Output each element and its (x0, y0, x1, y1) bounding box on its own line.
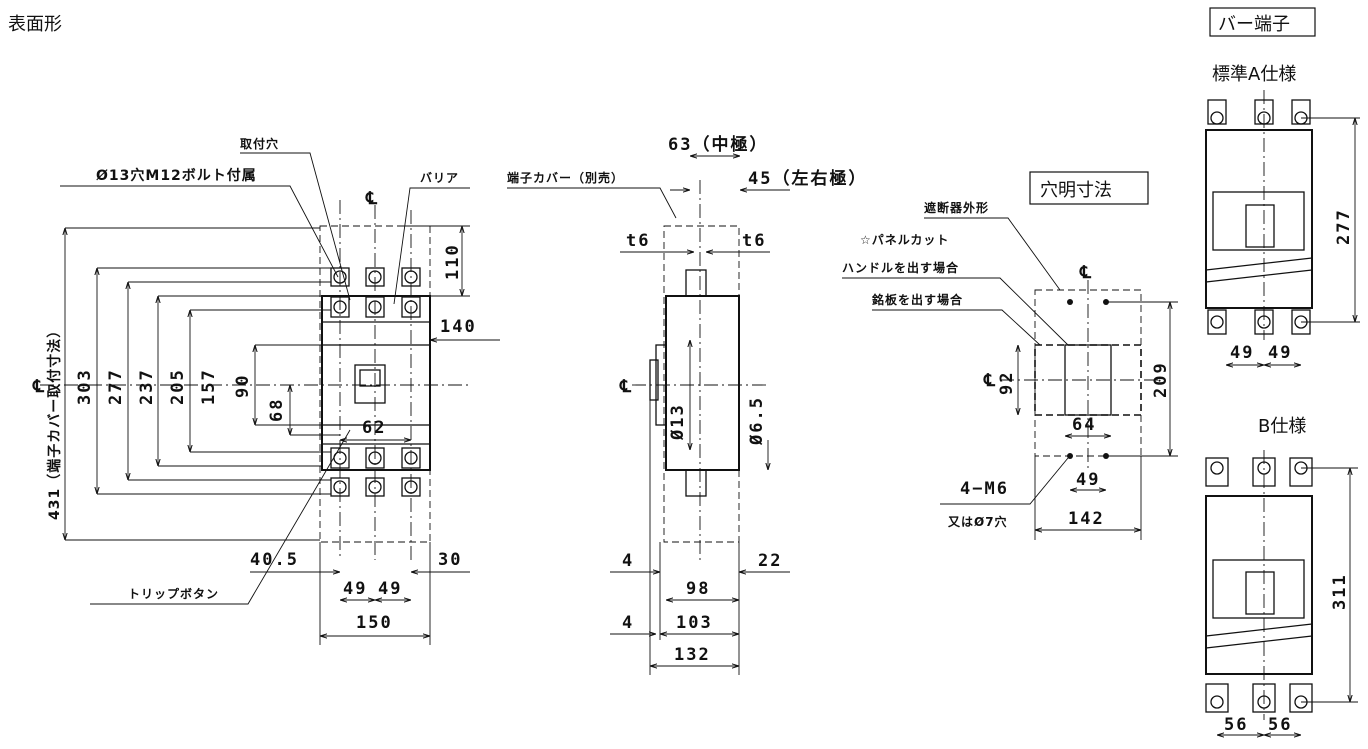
cut-handle-label: ハンドルを出す場合 (842, 260, 959, 275)
side-dim-63: 63（中極） (668, 134, 768, 155)
front-dim-62: 62 (362, 418, 386, 438)
front-dim-40-5: 40.5 (250, 550, 299, 570)
front-dim-110: 110 (443, 243, 463, 280)
front-dim-150: 150 (356, 613, 393, 633)
panel-cutout-view: ℄ ℄ 92 209 64 49 142 遮断器外形 ☆パネルカット ハンドルを… (842, 200, 1178, 540)
side-t6b: t6 (742, 231, 766, 251)
front-dim-303: 303 (75, 368, 95, 405)
front-dim-49a: 49 (343, 579, 367, 599)
cut-dim-92: 92 (997, 371, 1017, 395)
bar-terminal-label-box: バー端子 (1209, 7, 1316, 37)
front-dim-237: 237 (137, 368, 157, 405)
front-dim-157: 157 (199, 368, 219, 405)
bar-b-dim-56b: 56 (1268, 715, 1292, 735)
cut-dim-64: 64 (1072, 415, 1096, 435)
side-dim-4b: 4 (622, 613, 634, 633)
bar-terminal-a: 277 49 49 (1205, 90, 1360, 365)
bar-a-dim-49a: 49 (1230, 343, 1254, 363)
front-dim-68: 68 (267, 398, 287, 422)
front-trip-button-label: トリップボタン (128, 586, 219, 601)
cut-centerline-top: ℄ (1079, 263, 1093, 283)
side-dim-6-5: Ø6.5 (747, 396, 767, 446)
front-view: ℄ ℄ 431（端子カバー取付寸法） 303 277 237 205 157 9… (32, 136, 500, 645)
bar-a-dim-277: 277 (1334, 208, 1354, 245)
bar-terminal-b: 311 56 56 (1205, 450, 1358, 735)
bar-terminal-label: バー端子 (1218, 14, 1290, 35)
cut-dim-142: 142 (1068, 509, 1105, 529)
side-dim-103: 103 (676, 613, 713, 633)
front-barrier-label: バリア (420, 171, 459, 185)
cut-dim-209: 209 (1151, 361, 1171, 398)
side-view: ℄ 63（中極） 45（左右極） 端子カバー（別売） t6 t6 Ø13 Ø6.… (507, 134, 867, 675)
hole-dims-label-box: 穴明寸法 (1029, 171, 1149, 205)
front-top-terminals (330, 267, 421, 318)
side-terminal-cover-label: 端子カバー（別売） (507, 170, 624, 185)
front-centerline-left: ℄ (32, 377, 46, 397)
spec-b-label: B仕様 (1258, 416, 1306, 437)
page-title: 表面形 (8, 14, 62, 35)
cut-panel-cut-label: ☆パネルカット (860, 233, 949, 247)
side-dim-98: 98 (686, 579, 710, 599)
front-dim-277: 277 (106, 368, 126, 405)
cut-nameplate-label: 銘板を出す場合 (872, 292, 963, 307)
cut-m6-label: 4−M6 (960, 479, 1009, 499)
bar-a-dim-49b: 49 (1268, 343, 1292, 363)
front-mount-hole-label: 取付穴 (240, 136, 279, 151)
cut-7-hole-label: 又はØ7穴 (947, 514, 1008, 529)
front-dim-431-note: 431（端子カバー取付寸法） (46, 323, 63, 520)
front-dim-205: 205 (168, 368, 188, 405)
front-dim-49b: 49 (378, 579, 402, 599)
front-bolt-hole-label: Ø13穴M12ボルト付属 (96, 167, 257, 184)
cut-centerline-left: ℄ (983, 371, 997, 391)
side-centerline: ℄ (619, 377, 633, 397)
front-bottom-terminals (330, 447, 421, 497)
hole-dims-label: 穴明寸法 (1040, 180, 1112, 201)
side-dim-45: 45（左右極） (748, 168, 867, 189)
bar-b-dim-56a: 56 (1224, 715, 1248, 735)
front-dim-90: 90 (233, 374, 253, 398)
cut-dim-49: 49 (1076, 470, 1100, 490)
spec-a-label: 標準A仕様 (1212, 64, 1296, 85)
front-centerline-top: ℄ (365, 189, 379, 209)
cut-outline-label: 遮断器外形 (924, 200, 989, 215)
side-dim-132: 132 (674, 645, 711, 665)
side-t6a: t6 (626, 231, 650, 251)
side-dim-22: 22 (758, 551, 782, 571)
bar-b-dim-311: 311 (1330, 573, 1350, 610)
front-dim-30: 30 (438, 550, 462, 570)
front-dim-140: 140 (440, 317, 477, 337)
side-dim-13: Ø13 (668, 403, 688, 441)
side-dim-4a: 4 (622, 551, 634, 571)
